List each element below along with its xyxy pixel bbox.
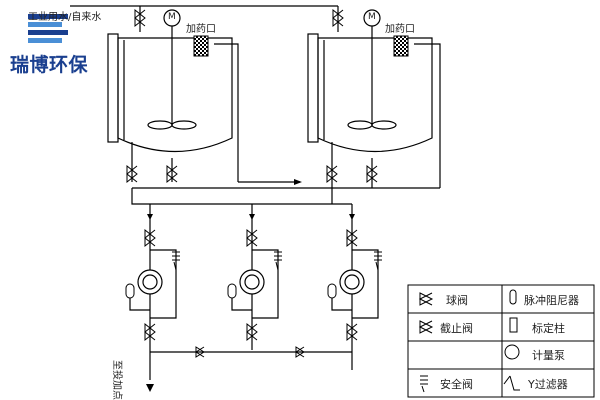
- motor-icon: [163, 9, 181, 27]
- pulse-damper-icon: [125, 283, 135, 299]
- globe-valve-icon: [246, 322, 258, 342]
- water-supply-line: [70, 5, 339, 32]
- tank-2: [307, 33, 441, 188]
- legend-label-globe-valve: 截止阀: [440, 322, 473, 335]
- tank-1: [107, 33, 239, 182]
- suction-header: [131, 188, 352, 205]
- pulse-damper-icon: [227, 283, 237, 299]
- y-strainer-icon: [503, 375, 520, 391]
- globe-valve-icon: [346, 322, 358, 342]
- legend-label-pulse-damper: 脉冲阻尼器: [524, 294, 579, 307]
- ball-valve-icon: [366, 164, 378, 184]
- outlet-label: 至投加点: [111, 360, 122, 400]
- ball-valve-icon: [418, 292, 434, 306]
- safety-valve-icon: [172, 251, 180, 271]
- dosing-port-label-2: 加药口: [385, 24, 415, 35]
- flow-arrows: [146, 179, 355, 392]
- legend-label-y-strainer: Y过滤器: [528, 378, 568, 391]
- ball-valve-icon: [295, 346, 305, 358]
- metering-pump-icon: [504, 344, 520, 360]
- ball-valve-icon: [166, 164, 178, 184]
- legend-label-metering-pump: 计量泵: [532, 349, 565, 362]
- ball-valve-icon: [332, 8, 344, 28]
- ball-valve-icon: [126, 164, 138, 184]
- safety-valve-icon: [374, 251, 382, 271]
- legend-label-safety-valve: 安全阀: [440, 378, 473, 391]
- logo-mark: [28, 14, 68, 43]
- legend-label-ball-valve: 球阀: [446, 294, 468, 307]
- ball-valve-icon: [195, 346, 205, 358]
- safety-valve-icon: [420, 375, 428, 393]
- motor-icon: [363, 9, 381, 27]
- ball-valve-icon: [246, 228, 258, 248]
- pulse-damper-icon: [509, 289, 517, 305]
- motor-label: M: [168, 12, 176, 22]
- transfer-line: [132, 181, 440, 189]
- safety-valve-icon: [274, 251, 282, 271]
- dosing-port-label-1: 加药口: [186, 24, 216, 35]
- motor-label: M: [368, 12, 376, 22]
- pulse-damper-icon: [327, 283, 337, 299]
- ball-valve-icon: [134, 8, 146, 28]
- legend-box: [407, 284, 595, 398]
- company-logo-text: 瑞博环保: [10, 54, 89, 76]
- legend-label-calibration-column: 标定柱: [532, 322, 565, 335]
- globe-valve-icon: [144, 322, 156, 342]
- ball-valve-icon: [346, 228, 358, 248]
- calibration-column-icon: [193, 35, 209, 57]
- ball-valve-icon: [144, 228, 156, 248]
- globe-valve-icon: [418, 320, 434, 334]
- water-source-label: 工业用水/自来水: [28, 12, 102, 23]
- ball-valve-icon: [326, 164, 338, 184]
- calibration-column-icon: [509, 317, 518, 333]
- calibration-column-icon: [393, 35, 409, 57]
